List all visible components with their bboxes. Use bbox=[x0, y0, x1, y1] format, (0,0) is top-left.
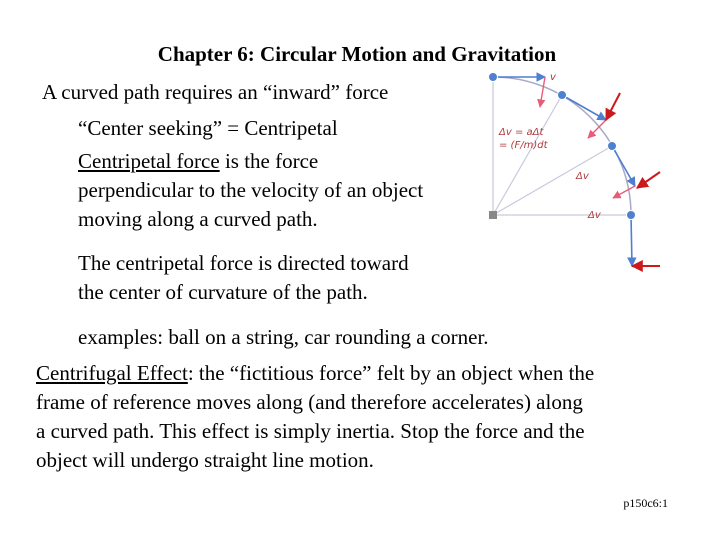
centripetal-force-term: Centripetal force bbox=[78, 149, 220, 173]
force-vectors bbox=[605, 92, 661, 272]
path-points bbox=[488, 72, 636, 220]
path-point bbox=[607, 141, 617, 151]
slide-title: Chapter 6: Circular Motion and Gravitati… bbox=[157, 42, 557, 66]
examples-line: examples: ball on a string, car rounding… bbox=[78, 325, 489, 349]
velocity-arrow bbox=[611, 145, 636, 187]
delta-v-vectors bbox=[537, 76, 636, 199]
intro-line-4: perpendicular to the velocity of an obje… bbox=[78, 178, 424, 202]
radius-line bbox=[492, 94, 563, 216]
intro-line-3-rest: is the force bbox=[219, 149, 319, 173]
path-point bbox=[626, 210, 636, 220]
circular-motion-diagram: v Δv = aΔt = (F/m)dt Δv Δv bbox=[488, 72, 661, 272]
delta-v-arrow bbox=[587, 119, 607, 139]
delta-v-equation-line-2: = (F/m)dt bbox=[499, 140, 549, 151]
delta-v-arrow bbox=[537, 76, 546, 108]
delta-v-equation-line-1: Δv = aΔt bbox=[498, 127, 544, 138]
path-point bbox=[557, 90, 567, 100]
intro-line-1: A curved path requires an “inward” force bbox=[42, 80, 389, 104]
velocity-label: v bbox=[550, 72, 557, 83]
intro-line-5: moving along a curved path. bbox=[78, 207, 318, 231]
radius-line bbox=[492, 145, 613, 216]
force-arrow bbox=[636, 171, 661, 189]
centrifugal-line-3: a curved path. This effect is simply ine… bbox=[36, 419, 585, 443]
delta-v-arrow bbox=[612, 185, 636, 199]
velocity-arrow bbox=[561, 94, 607, 121]
delta-v-label-low: Δv bbox=[587, 210, 602, 221]
delta-v-label-mid: Δv bbox=[575, 171, 590, 182]
radius-lines bbox=[492, 77, 631, 216]
direction-line-1: The centripetal force is directed toward bbox=[78, 251, 409, 275]
path-point bbox=[488, 72, 498, 82]
force-arrow bbox=[605, 92, 621, 122]
slide-number: p150c6:1 bbox=[623, 496, 668, 510]
centrifugal-line-1: Centrifugal Effect: the “fictitious forc… bbox=[36, 361, 594, 385]
intro-line-3: Centripetal force is the force bbox=[78, 149, 318, 173]
direction-line-2: the center of curvature of the path. bbox=[78, 280, 368, 304]
velocity-vectors bbox=[493, 72, 637, 267]
velocity-arrow bbox=[627, 214, 637, 267]
center-point bbox=[489, 211, 497, 219]
centrifugal-effect-term: Centrifugal Effect bbox=[36, 361, 188, 385]
centrifugal-line-1-rest: : the “fictitious force” felt by an obje… bbox=[187, 361, 595, 385]
centrifugal-line-4: object will undergo straight line motion… bbox=[36, 448, 374, 472]
intro-line-2: “Center seeking” = Centripetal bbox=[78, 116, 338, 140]
centrifugal-line-2: frame of reference moves along (and ther… bbox=[36, 390, 583, 414]
